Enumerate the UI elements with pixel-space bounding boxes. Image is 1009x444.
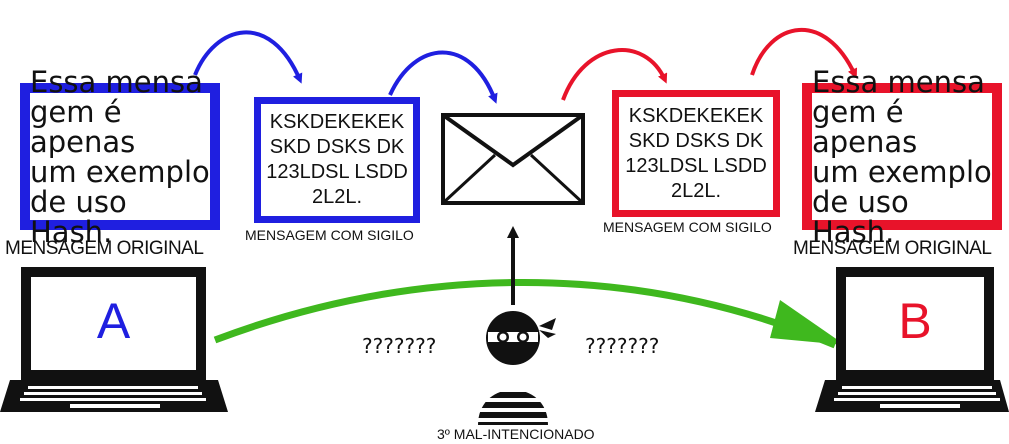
- blue-arrow-2: [388, 50, 498, 104]
- encrypted-caption-right: MENSAGEM COM SIGILO: [603, 219, 772, 235]
- envelope-icon: [441, 113, 585, 205]
- encrypted-message-box-right: KSKDEKEKEK SKD DSKS DK 123LDSL LSDD 2L2L…: [612, 90, 780, 217]
- original-message-box-left: Essa mensa gem é apenas um exemplo de us…: [20, 67, 220, 247]
- red-arrow-1: [561, 48, 668, 101]
- original-message-box-right: Essa mensa gem é apenas um exemplo de us…: [802, 67, 1002, 247]
- original-caption-right: MENSAGEM ORIGINAL: [793, 238, 992, 259]
- laptop-b-label: B: [898, 293, 932, 349]
- attacker-caption: 3º MAL-INTENCIONADO: [437, 426, 595, 442]
- laptop-a-icon: [0, 267, 228, 412]
- green-arrowhead: [770, 300, 845, 345]
- question-marks-left: ???????: [362, 334, 437, 358]
- question-marks-right: ???????: [585, 334, 660, 358]
- encrypted-message-text-left: KSKDEKEKEK SKD DSKS DK 123LDSL LSDD 2L2L…: [266, 111, 408, 208]
- laptop-a-label: A: [96, 293, 131, 349]
- encrypted-caption-left: MENSAGEM COM SIGILO: [245, 227, 414, 243]
- hacker-icon: [478, 311, 556, 425]
- blue-arrow-1: [193, 30, 303, 84]
- red-arrow-2: [750, 28, 858, 79]
- encrypted-message-text-right: KSKDEKEKEK SKD DSKS DK 123LDSL LSDD 2L2L…: [625, 104, 767, 202]
- original-caption-left: MENSAGEM ORIGINAL: [5, 238, 204, 259]
- laptop-b-icon: [815, 267, 1009, 412]
- original-message-text-right: Essa mensa gem é apenas um exemplo de us…: [812, 64, 992, 249]
- encrypted-message-box-left: KSKDEKEKEK SKD DSKS DK 123LDSL LSDD 2L2L…: [254, 97, 420, 223]
- original-message-text-left: Essa mensa gem é apenas um exemplo de us…: [30, 64, 210, 249]
